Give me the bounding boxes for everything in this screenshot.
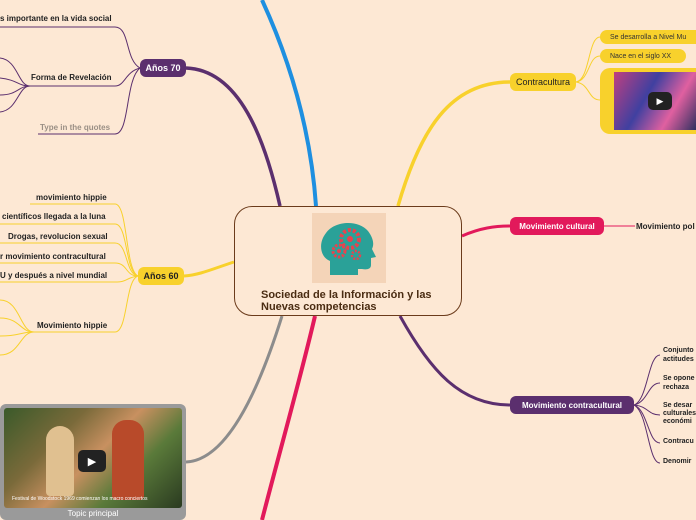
video-title: Topic principal (67, 509, 119, 518)
node-anos60-label: Años 60 (143, 271, 179, 281)
anos60-item-0[interactable]: movimiento hippie (36, 193, 107, 202)
node-anos60[interactable]: Años 60 (138, 267, 184, 285)
video-thumbnail: ▶ Festival de Woodstock 1969 comienzan l… (4, 408, 182, 508)
anos70-item-2[interactable]: Type in the quotes (40, 123, 111, 132)
contracultura-item-1[interactable]: Nace en el siglo XX (600, 49, 686, 63)
branch-anos70 (185, 66, 282, 207)
anos60-item-5[interactable]: Movimiento hippie (37, 321, 108, 330)
contracultural-item-4[interactable]: Denomir (663, 458, 692, 465)
branch-contracultural (398, 315, 511, 407)
branch-pink-bottom (260, 315, 317, 520)
video-caption: Festival de Woodstock 1969 comienzan los… (12, 496, 148, 502)
anos70-item-0[interactable]: s importante en la vida social (0, 14, 112, 23)
node-movimiento-contracultural[interactable]: Movimiento contracultural (510, 396, 634, 414)
anos60-item-4[interactable]: U y después a nivel mundial (0, 271, 108, 280)
central-title: Sociedad de la Información y las Nuevas … (261, 289, 432, 313)
video-contracultura-thumbnail: ▶ (614, 72, 696, 130)
video-contracultura[interactable]: ▶ (600, 68, 696, 134)
branch-cultural (461, 224, 511, 238)
contracultura-item-0[interactable]: Se desarrolla a Nivel Mu (600, 30, 696, 44)
node-contracultura[interactable]: Contracultura (510, 73, 576, 91)
anos60-item-3[interactable]: r movimiento contracultural (0, 252, 106, 261)
video-woodstock[interactable]: ▶ Festival de Woodstock 1969 comienzan l… (0, 404, 186, 520)
anos60-item-1[interactable]: científicos llegada a la luna (2, 212, 106, 221)
node-movimiento-cultural-label: Movimiento cultural (519, 221, 595, 231)
contracultural-item-2[interactable]: Se desar culturales económi (663, 402, 696, 425)
node-anos70-label: Años 70 (145, 63, 181, 73)
branch-contracultura (396, 80, 511, 207)
node-anos70[interactable]: Años 70 (140, 59, 186, 77)
head-gears-icon (312, 213, 386, 283)
movimiento-cultural-item-0[interactable]: Movimiento pol (636, 222, 695, 231)
contracultural-item-0[interactable]: Conjunto actitudes (663, 347, 694, 363)
branch-blue (260, 0, 318, 207)
play-icon[interactable]: ▶ (648, 92, 672, 110)
central-topic[interactable]: Sociedad de la Información y las Nuevas … (234, 206, 462, 316)
branch-video (185, 315, 284, 464)
figure-left (46, 426, 74, 496)
anos60-item-2[interactable]: Drogas, revolucion sexual (8, 232, 108, 241)
figure-right (112, 420, 144, 500)
play-icon[interactable]: ▶ (78, 450, 106, 472)
node-contracultura-label: Contracultura (515, 77, 571, 87)
contracultural-item-1[interactable]: Se opone rechaza (663, 375, 695, 391)
node-movimiento-contracultural-label: Movimiento contracultural (521, 400, 622, 410)
contracultural-item-3[interactable]: Contracu (663, 438, 694, 445)
branch-anos60 (183, 260, 235, 278)
node-movimiento-cultural[interactable]: Movimiento cultural (510, 217, 604, 235)
anos70-item-1[interactable]: Forma de Revelación (31, 73, 112, 82)
